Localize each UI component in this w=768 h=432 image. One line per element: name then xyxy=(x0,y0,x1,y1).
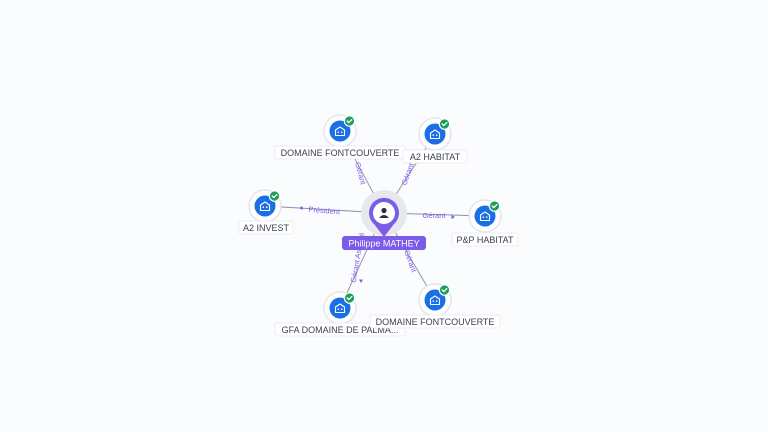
company-name: P&P HABITAT xyxy=(456,235,514,245)
company-name: A2 HABITAT xyxy=(410,152,461,162)
edge-relation-label: Gérant xyxy=(402,249,419,274)
verified-check-icon xyxy=(488,200,501,212)
edge-relation-label: Gérant xyxy=(399,161,416,186)
company-node[interactable] xyxy=(323,114,357,148)
company-node[interactable] xyxy=(418,283,452,317)
company-name: GFA DOMAINE DE PALMA... xyxy=(282,325,399,335)
verified-check-icon xyxy=(343,292,356,304)
arrow-icon xyxy=(451,215,455,219)
center-name-label[interactable]: Philippe MATHEY xyxy=(342,236,426,250)
company-node[interactable] xyxy=(248,189,282,223)
building-icon xyxy=(334,126,346,137)
person-icon xyxy=(379,207,389,218)
building-icon xyxy=(334,303,346,314)
arrow-icon xyxy=(359,279,363,283)
company-label[interactable]: A2 HABITAT xyxy=(402,149,468,164)
company-node[interactable] xyxy=(468,199,502,233)
company-node[interactable] xyxy=(418,117,452,151)
nodes-layer: DOMAINE FONTCOUVERTE A2 HABITAT A2 INVEST P… xyxy=(238,114,519,337)
verified-check-icon xyxy=(438,284,451,296)
center-node[interactable]: Philippe MATHEY xyxy=(342,190,426,250)
edge-relation-label: Gérant xyxy=(423,211,447,220)
building-icon xyxy=(429,129,441,140)
node-core xyxy=(329,120,351,142)
building-icon xyxy=(259,201,271,212)
company-name: A2 INVEST xyxy=(243,223,290,233)
company-name: DOMAINE FONTCOUVERTE xyxy=(281,148,400,158)
company-label[interactable]: DOMAINE FONTCOUVERTE xyxy=(369,314,501,329)
arrow-icon xyxy=(299,206,303,210)
person-name: Philippe MATHEY xyxy=(348,239,419,249)
label-box xyxy=(451,232,519,247)
label-box xyxy=(369,314,501,329)
node-core xyxy=(254,195,276,217)
company-name: DOMAINE FONTCOUVERTE xyxy=(376,317,495,327)
node-core xyxy=(474,205,496,227)
verified-check-icon xyxy=(268,190,281,202)
node-core xyxy=(424,289,446,311)
company-label[interactable]: DOMAINE FONTCOUVERTE xyxy=(274,145,406,160)
building-icon xyxy=(429,295,441,306)
building-icon xyxy=(479,211,491,222)
label-box xyxy=(402,149,468,164)
company-label[interactable]: P&P HABITAT xyxy=(451,232,519,247)
center-label-box xyxy=(342,236,426,250)
verified-check-icon xyxy=(438,118,451,130)
label-box xyxy=(238,220,294,235)
company-node[interactable] xyxy=(323,291,357,325)
company-label[interactable]: A2 INVEST xyxy=(238,220,294,235)
node-core xyxy=(424,123,446,145)
edge-relation-label: Gérant xyxy=(353,161,368,186)
edge-relation-label: Président xyxy=(308,205,341,217)
node-core xyxy=(329,297,351,319)
verified-check-icon xyxy=(343,115,356,127)
